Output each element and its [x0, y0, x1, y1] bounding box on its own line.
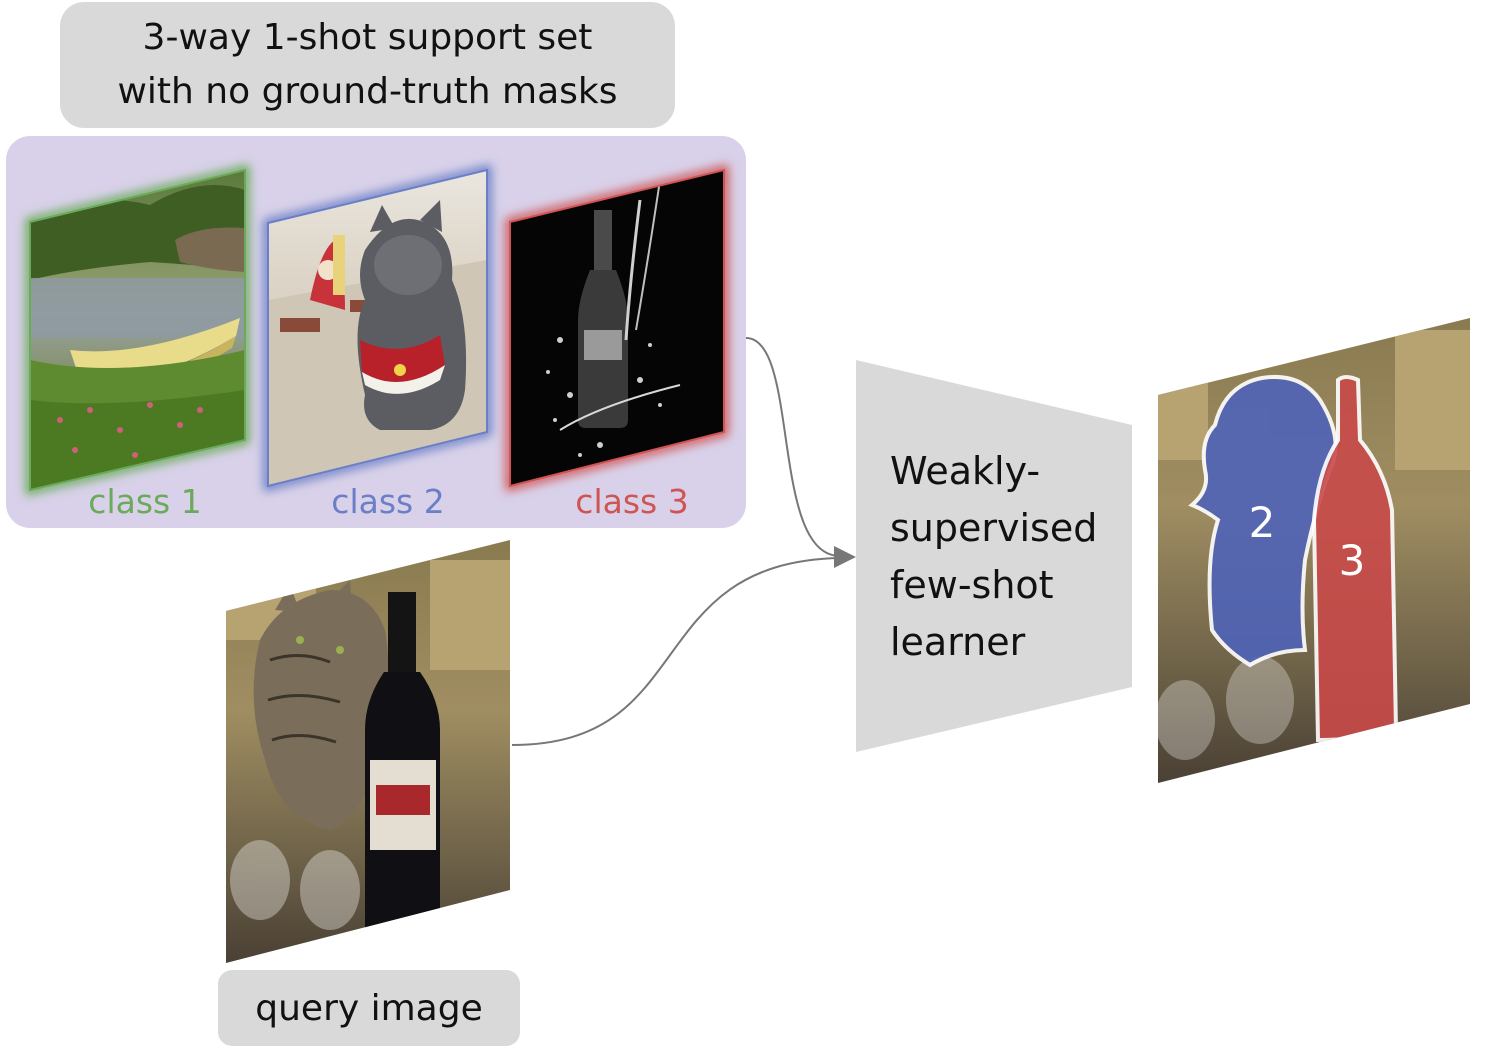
- support-set-title-box: 3-way 1-shot support set with no ground-…: [60, 2, 675, 128]
- class-1-label: class 1: [88, 482, 202, 521]
- support-to-learner-arrow: [745, 337, 841, 557]
- learner-label-line2: supervised: [890, 506, 1098, 550]
- learner-block: [856, 360, 1132, 752]
- support-image-class-1: [25, 164, 250, 496]
- class-3-label: class 3: [575, 482, 689, 521]
- learner-label: Weakly- supervised few-shot learner: [890, 443, 1130, 671]
- query-to-learner-arrow: [511, 557, 841, 746]
- segment-2-cat: [1188, 375, 1338, 668]
- support-set-title-line2: with no ground-truth masks: [117, 71, 618, 112]
- support-image-class-2: [263, 164, 492, 492]
- segment-label-3: 3: [1339, 536, 1366, 585]
- support-image-class-3: [505, 164, 729, 492]
- learner-label-line4: learner: [890, 620, 1026, 664]
- support-set-title-line1: 3-way 1-shot support set: [142, 17, 593, 58]
- learner-label-line1: Weakly-: [890, 449, 1041, 493]
- segment-label-2: 2: [1249, 498, 1276, 547]
- segmented-output-image: [1158, 318, 1470, 783]
- arrowhead-icon: [834, 546, 856, 568]
- learner-label-line3: few-shot: [890, 563, 1054, 607]
- connector-arrows: [511, 337, 841, 746]
- class-2-label: class 2: [331, 482, 445, 521]
- query-image-label: query image: [255, 987, 483, 1029]
- query-image-label-box: query image: [218, 970, 520, 1046]
- query-image: [226, 540, 510, 963]
